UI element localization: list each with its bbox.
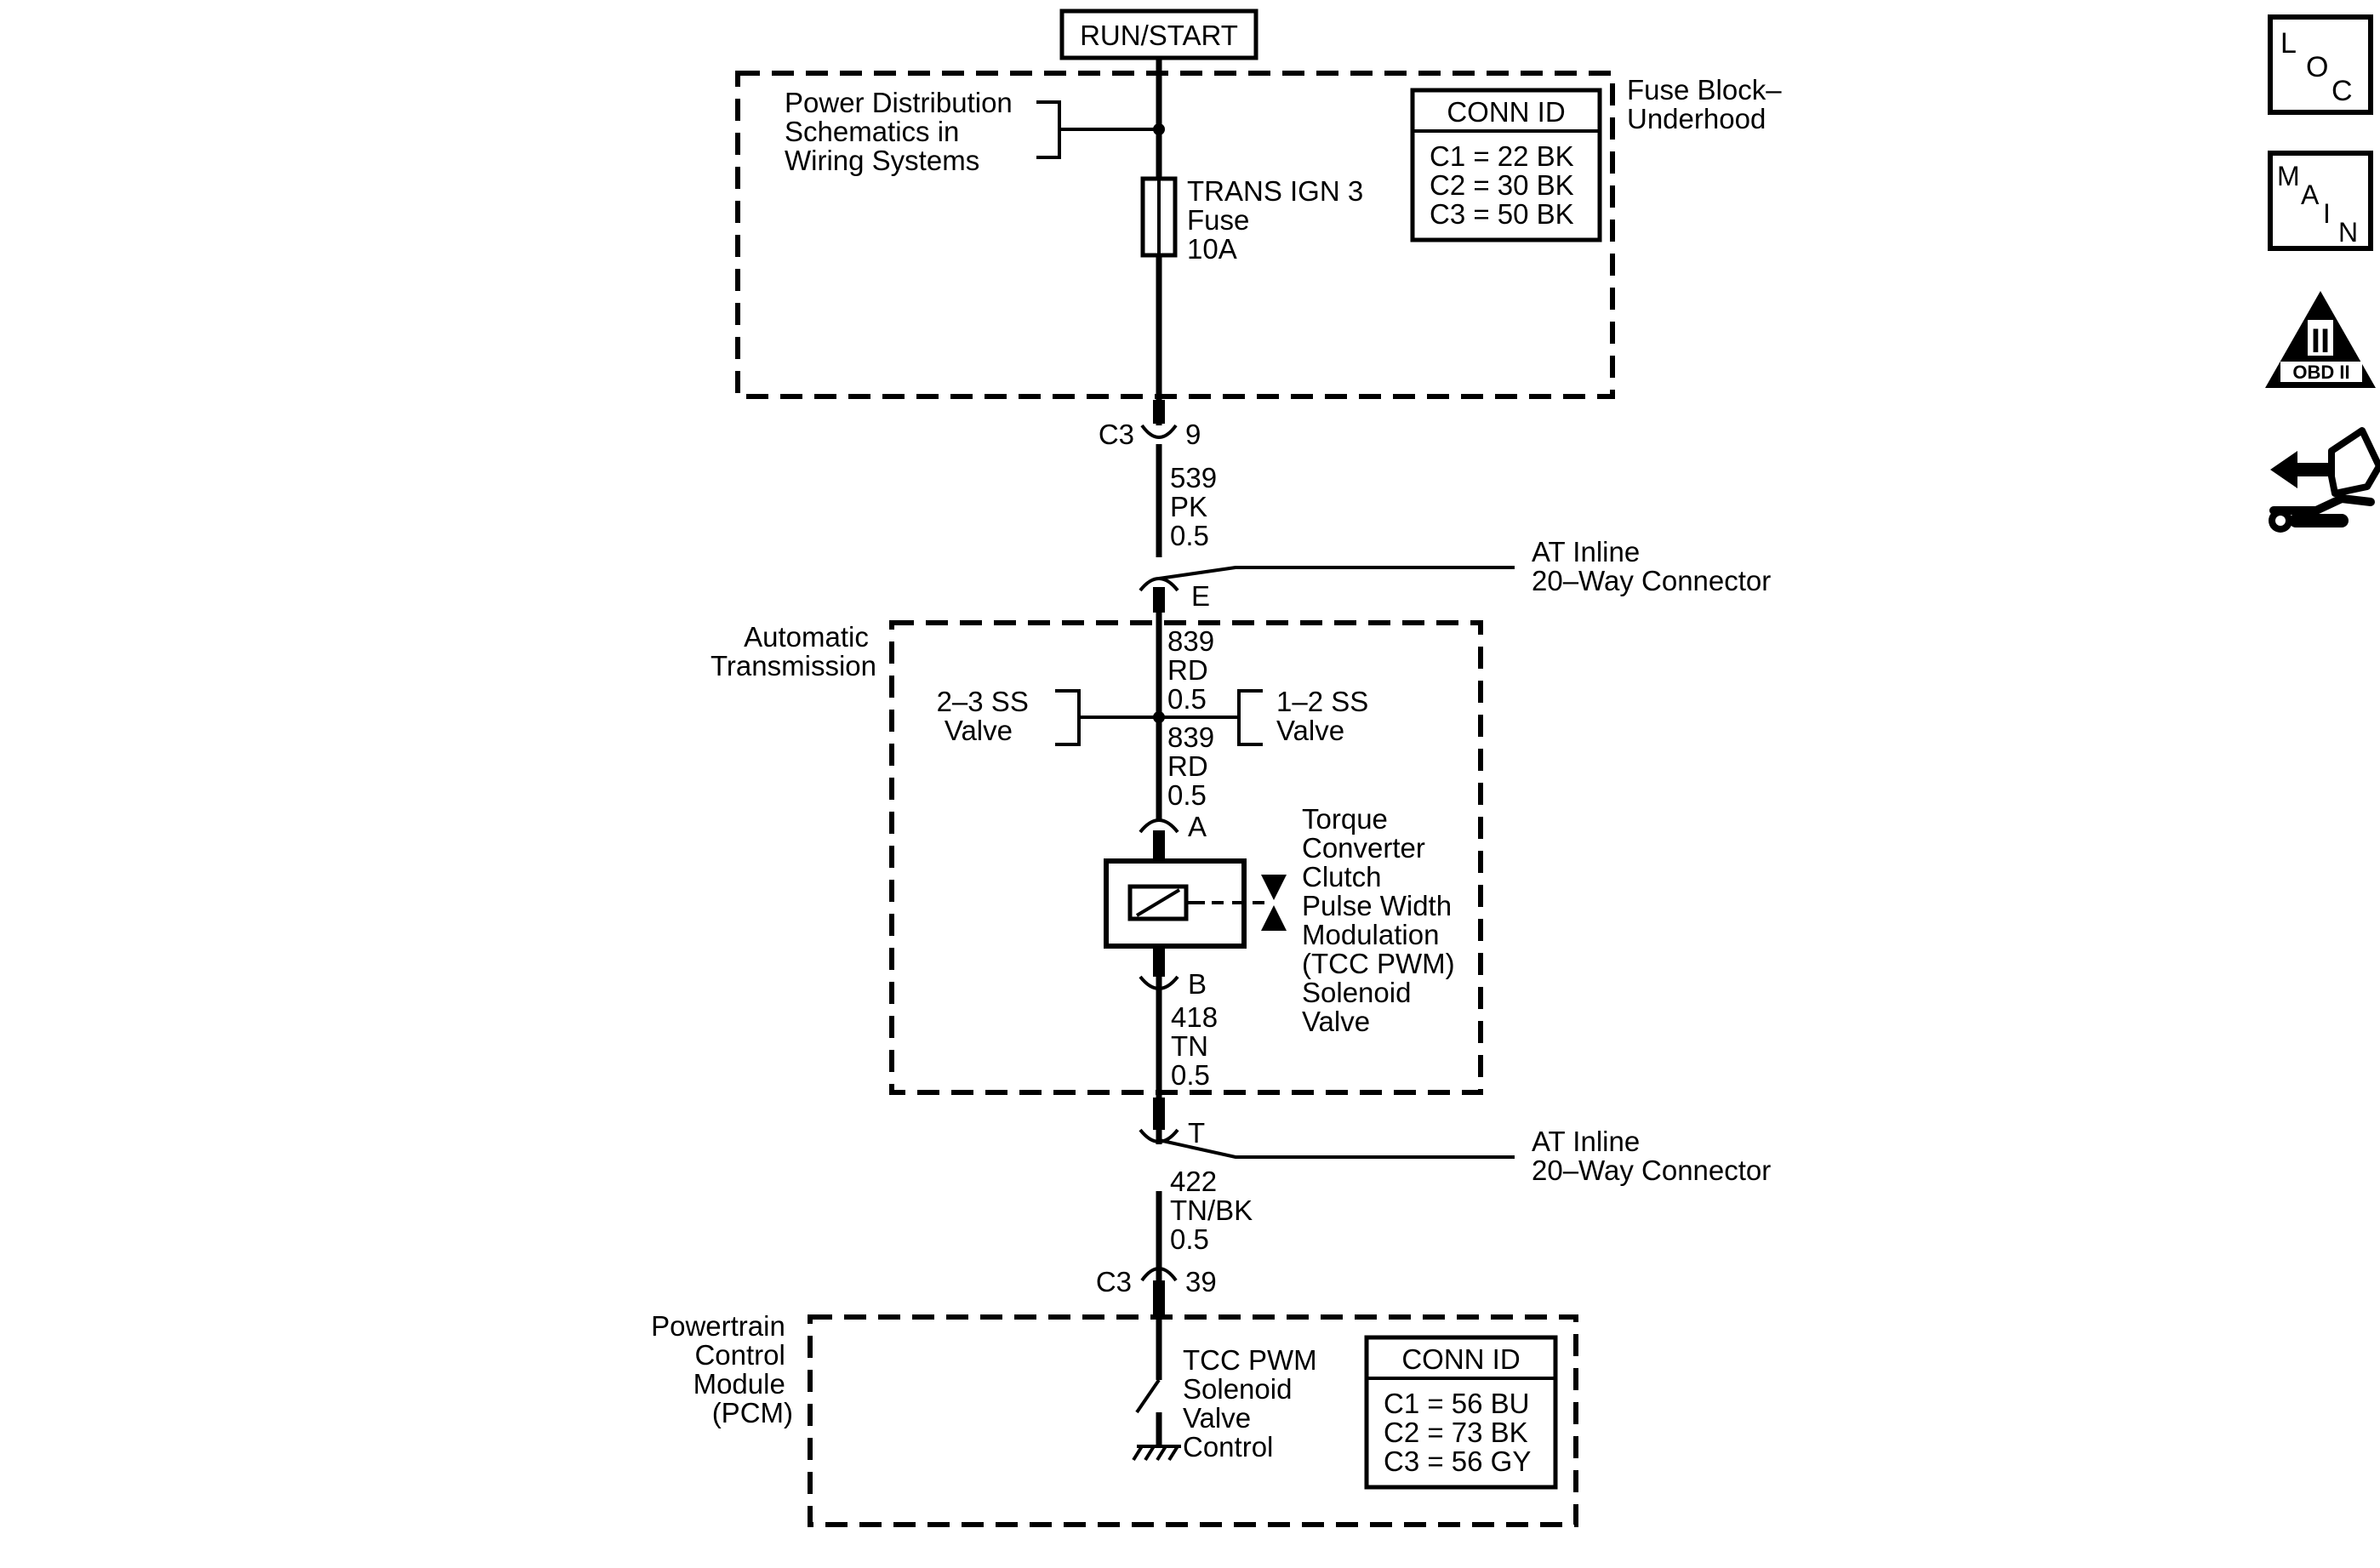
svg-text:9: 9	[1185, 419, 1201, 450]
svg-text:C1 = 56 BU C2 = 73 BK: C1 = 56 BU C2 = 73 BK C3 = 56 GY	[1384, 1388, 1538, 1477]
fuse-block-underhood: Fuse Block– Underhood Power Distribution…	[735, 71, 1789, 399]
svg-text:T: T	[1188, 1117, 1205, 1149]
svg-text:C: C	[2331, 75, 2353, 107]
diagnostic-tool-icon[interactable]	[2269, 427, 2380, 533]
svg-text:M: M	[2277, 161, 2300, 191]
svg-text:OBD II: OBD II	[2292, 362, 2349, 383]
run-start-label: RUN/START	[1080, 20, 1238, 51]
svg-text:Power Distribution Sch: Power Distribution Schematics in Wiring …	[785, 87, 1020, 176]
trans-ign3-fuse: TRANS IGN 3 Fuse 10A	[1140, 175, 1371, 265]
wire-422-label: 422 TN/BK 0.5	[1170, 1166, 1260, 1255]
connector-c3-pin-9: C3 9	[1099, 396, 1201, 450]
wire-839-label-a: 839 RD 0.5	[1167, 625, 1222, 715]
automatic-transmission: Automatic Transmission 839 RD 0.5 2–3 SS…	[711, 620, 1483, 1095]
svg-text:C3: C3	[1099, 419, 1134, 450]
svg-text:A: A	[1188, 811, 1207, 842]
svg-text:AT Inline 20–Way Connect: AT Inline 20–Way Connector	[1532, 1126, 1771, 1186]
obd-ii-icon[interactable]: II OBD II	[2265, 291, 2376, 388]
loc-icon[interactable]: L O C	[2268, 14, 2373, 115]
solenoid-pin-a: A	[1139, 811, 1207, 861]
fuse-block-conn-id-table: CONN ID C1 = 22 BK C2 = 30 BK C3 = 50 BK	[1410, 88, 1602, 242]
svg-text:I: I	[2323, 198, 2331, 229]
svg-text:N: N	[2338, 217, 2358, 248]
powertrain-control-module: Powertrain Control Module (PCM) TCC PWM …	[651, 1310, 1578, 1527]
svg-text:A: A	[2301, 180, 2320, 210]
svg-text:CONN ID: CONN ID	[1447, 96, 1565, 128]
connector-c3-pin-39: C3 39	[1096, 1266, 1217, 1314]
svg-text:C3: C3	[1096, 1266, 1132, 1297]
svg-text:TRANS IGN 3 Fuse: TRANS IGN 3 Fuse 10A	[1187, 175, 1371, 265]
power-distribution-reference: Power Distribution Schematics in Wiring …	[785, 87, 1165, 176]
fuse-block-label: Fuse Block– Underhood	[1627, 74, 1789, 134]
solenoid-pin-b: B	[1139, 946, 1207, 1000]
svg-text:CONN ID: CONN ID	[1401, 1343, 1520, 1375]
svg-text:AT Inline 20–Way Connect: AT Inline 20–Way Connector	[1532, 536, 1771, 596]
shift-solenoid-splice: 2–3 SS Valve 1–2 SS Valve	[937, 686, 1376, 746]
tcc-pwm-solenoid-label: Torque Converter Clutch Pulse Width Modu…	[1302, 803, 1463, 1037]
pcm-conn-id-table: CONN ID C1 = 56 BU C2 = 73 BK C3 = 56 GY	[1364, 1335, 1558, 1490]
main-icon[interactable]: M A I N	[2268, 151, 2373, 251]
tcc-pwm-control-switch: TCC PWM Solenoid Valve Control	[1132, 1317, 1325, 1463]
tcc-pwm-control-label: TCC PWM Solenoid Valve Control	[1183, 1344, 1325, 1463]
at-inline-connector-t: T AT Inline 20–Way Connector	[1139, 1098, 1771, 1186]
run-start-source: RUN/START	[1059, 9, 1258, 60]
svg-text:O: O	[2306, 51, 2328, 83]
svg-text:39: 39	[1185, 1266, 1217, 1297]
svg-text:E: E	[1191, 580, 1210, 612]
svg-text:L: L	[2280, 27, 2297, 60]
at-inline-connector-e: E AT Inline 20–Way Connector	[1139, 536, 1771, 613]
wire-418-label: 418 TN 0.5	[1171, 1001, 1225, 1091]
transmission-label: Automatic Transmission	[711, 621, 876, 681]
pcm-label: Powertrain Control Module (PCM)	[651, 1310, 793, 1428]
1-2-ss-valve-ref: 1–2 SS Valve	[1276, 686, 1376, 746]
svg-text:II: II	[2311, 322, 2330, 360]
tcc-pwm-solenoid-valve: Torque Converter Clutch Pulse Width Modu…	[1104, 803, 1463, 1037]
svg-text:C1 = 22 BK C2 = 30 BK: C1 = 22 BK C2 = 30 BK C3 = 50 BK	[1430, 140, 1582, 230]
wire-539-label: 539 PK 0.5	[1170, 462, 1224, 551]
svg-text:B: B	[1188, 968, 1207, 1000]
wire-839-label-b: 839 RD 0.5	[1167, 721, 1222, 811]
2-3-ss-valve-ref: 2–3 SS Valve	[937, 686, 1036, 746]
